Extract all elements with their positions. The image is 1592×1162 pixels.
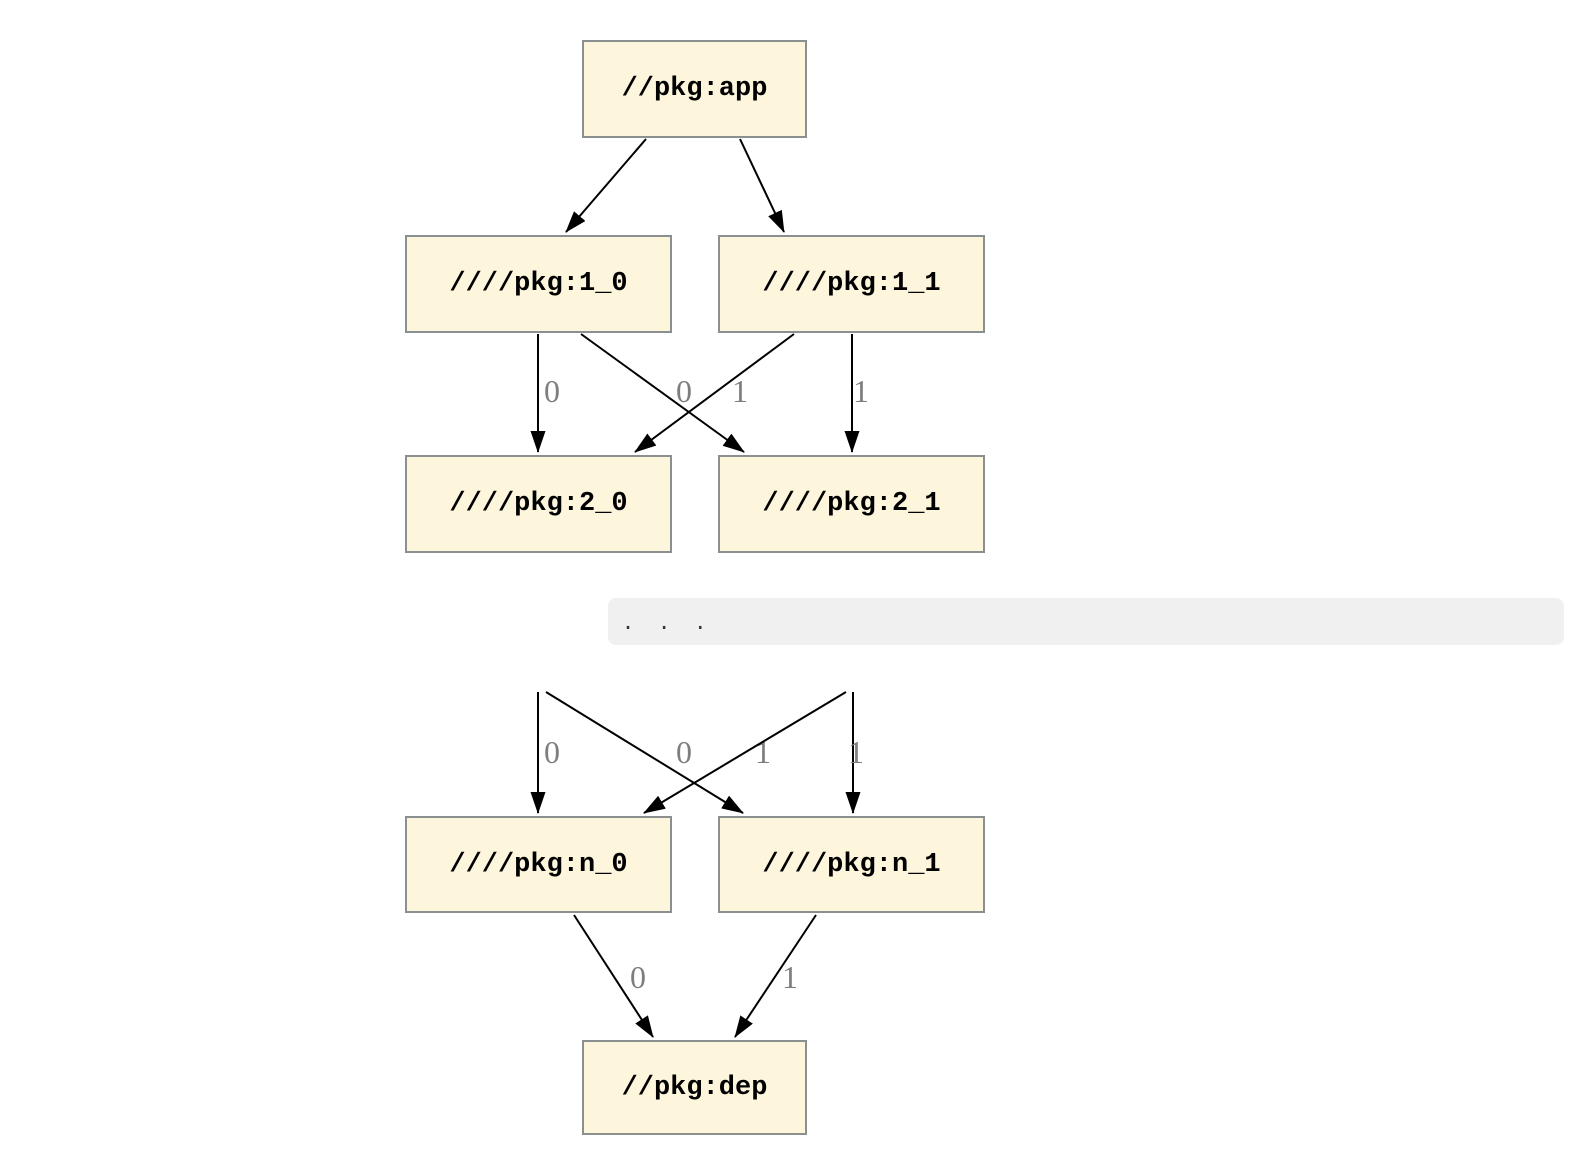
edge-label: 1 bbox=[732, 373, 748, 409]
graph-node-app: //pkg:app bbox=[582, 40, 807, 138]
graph-node-dep: //pkg:dep bbox=[582, 1040, 807, 1135]
node-label: ////pkg:2_0 bbox=[449, 489, 628, 519]
graph-node-1-0: ////pkg:1_0 bbox=[405, 235, 672, 333]
edge-label: 1 bbox=[848, 734, 864, 770]
graph-edge bbox=[734, 914, 817, 1038]
edge-label: 0 bbox=[544, 734, 560, 770]
graph-edge bbox=[580, 333, 745, 453]
graph-node-2-1: ////pkg:2_1 bbox=[718, 455, 985, 553]
node-label: ////pkg:1_1 bbox=[762, 269, 941, 299]
graph-edge bbox=[545, 691, 744, 814]
graph-node-n-1: ////pkg:n_1 bbox=[718, 816, 985, 913]
graph-node-1-1: ////pkg:1_1 bbox=[718, 235, 985, 333]
graph-node-2-0: ////pkg:2_0 bbox=[405, 455, 672, 553]
edge-label: 1 bbox=[782, 959, 798, 995]
edge-label: 0 bbox=[676, 734, 692, 770]
ellipsis-text: . . . bbox=[622, 609, 707, 634]
graph-edge bbox=[634, 333, 795, 453]
node-label: ////pkg:1_0 bbox=[449, 269, 628, 299]
graph-edge bbox=[643, 691, 847, 814]
graph-edge bbox=[739, 138, 785, 233]
node-label: ////pkg:n_0 bbox=[449, 849, 628, 880]
graph-edge bbox=[565, 138, 647, 233]
node-label: //pkg:app bbox=[621, 74, 768, 104]
edge-label: 1 bbox=[853, 373, 869, 409]
edge-label: 0 bbox=[676, 373, 692, 409]
node-label: ////pkg:2_1 bbox=[762, 489, 941, 519]
node-label: //pkg:dep bbox=[621, 1072, 768, 1103]
ellipsis-code-block: . . . bbox=[608, 598, 1564, 645]
edge-label: 0 bbox=[544, 373, 560, 409]
edge-label: 0 bbox=[630, 959, 646, 995]
graph-node-n-0: ////pkg:n_0 bbox=[405, 816, 672, 913]
graph-edge bbox=[573, 914, 654, 1038]
node-label: ////pkg:n_1 bbox=[762, 849, 941, 880]
